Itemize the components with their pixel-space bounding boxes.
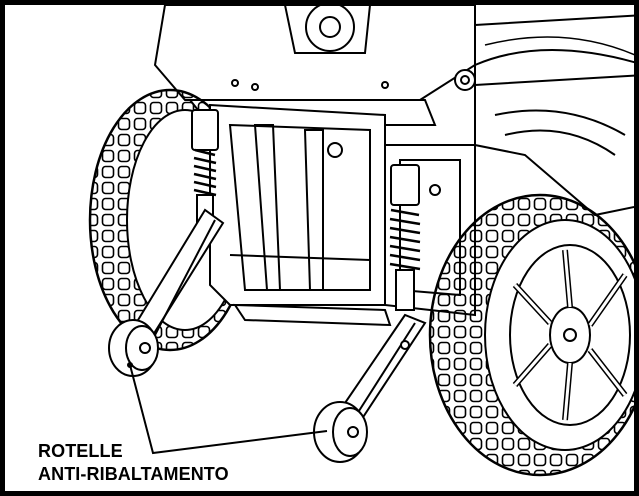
wheelchair-base-illustration — [88, 5, 634, 477]
left-suspension — [133, 109, 225, 337]
callout-leaders — [127, 362, 328, 455]
callout-label: ROTELLE ANTI-RIBALTAMENTO — [38, 440, 229, 486]
right-frame — [474, 74, 634, 217]
callout-line-2: ANTI-RIBALTAMENTO — [38, 464, 229, 484]
right-drive-wheel — [428, 193, 634, 477]
callout-line-1: ROTELLE — [38, 441, 123, 461]
seat-mechanism — [283, 5, 634, 97]
left-anti-tip-wheel — [108, 319, 159, 377]
